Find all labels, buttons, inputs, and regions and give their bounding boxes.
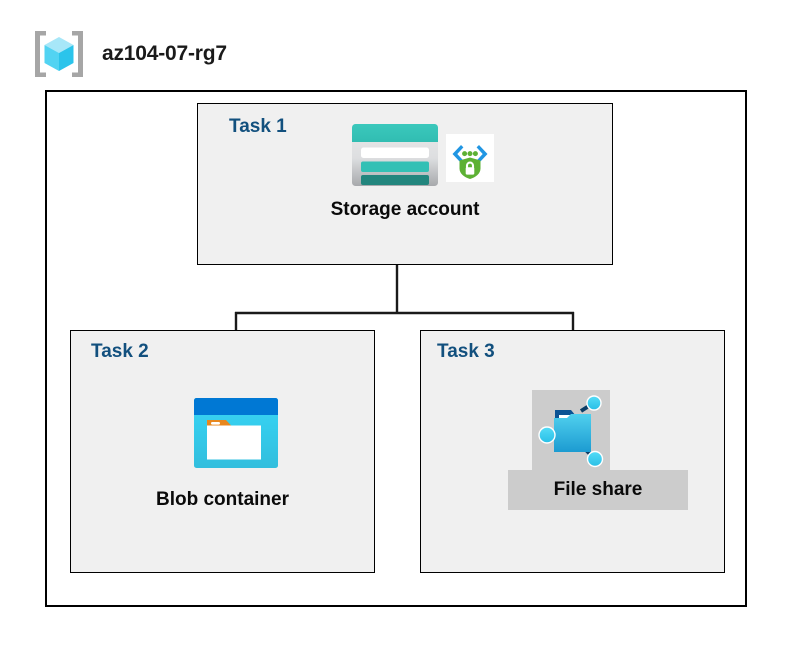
resource-group-header: az104-07-rg7 [30,24,450,84]
storage-account-label: Storage account [330,199,480,220]
secure-endpoint-lock-icon[interactable] [446,134,494,187]
task-label-3: Task 3 [437,341,495,362]
file-share-label-highlight [508,470,688,510]
resource-group-icon [35,31,83,77]
file-share-icon[interactable] [535,392,609,475]
blob-container-label: Blob container [155,489,289,510]
resource-group-title: az104-07-rg7 [102,42,227,65]
blob-container-icon[interactable] [192,396,280,475]
task-label-1: Task 1 [229,116,287,137]
file-share-label: File share [553,479,643,500]
task-label-2: Task 2 [91,341,149,362]
storage-account-icon[interactable] [350,122,440,193]
